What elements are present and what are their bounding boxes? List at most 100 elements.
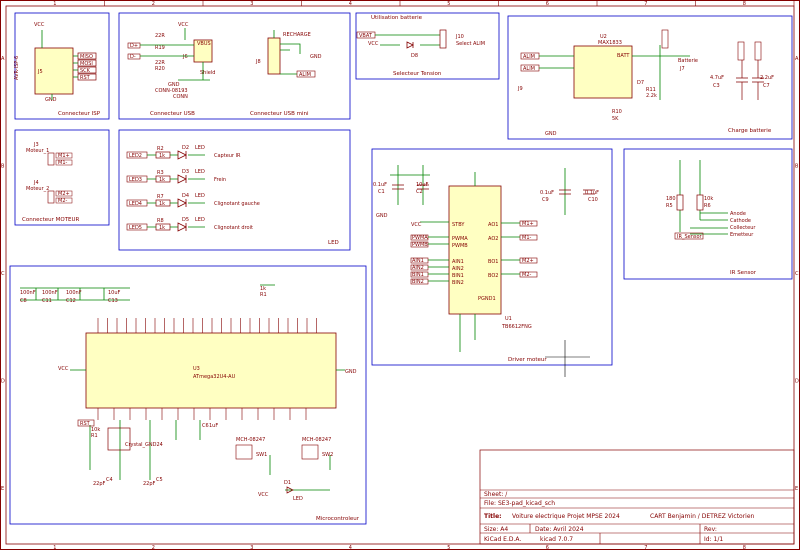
charge-batt-ref: J7 (679, 66, 685, 72)
isp-part-name: AVR-ISP-6 (14, 56, 20, 80)
micro-c3-value: 1uF (209, 423, 218, 429)
led-resistor-ref: R7 (157, 194, 164, 200)
led-resistor-value: 1k (159, 177, 165, 183)
charge-r-value: 5K (612, 116, 619, 122)
svg-text:VCC: VCC (178, 22, 189, 28)
charge-block-title: Charge batterie (728, 128, 772, 134)
ir-emetteur: Emetteur (730, 232, 754, 238)
isp-block-title: Connecteur ISP (58, 111, 101, 117)
driver-net-pwmb: PWMB (412, 242, 428, 248)
driver-bin1: BIN1 (452, 273, 464, 279)
driver-block-title: Driver moteur (508, 357, 547, 363)
inner-frame (5, 5, 795, 545)
charge-c2-value: 2.2uF (760, 75, 774, 81)
frame-row-label-right: E (795, 486, 798, 492)
ir-cathode: Cathode (730, 218, 751, 224)
tb-id: Id: 1/1 (704, 536, 723, 543)
driver-pwmb: PWMB (452, 243, 468, 249)
micro-r1-value: 10k (91, 427, 100, 433)
tb-size: Size: A4 (484, 526, 508, 533)
led-diode (177, 198, 187, 208)
micro-c2-value: 22pF (143, 481, 156, 487)
frame-col-label-bottom: 5 (447, 545, 450, 550)
charge-alim-2: ALIM (523, 66, 535, 72)
micro-vcc: VCC (58, 366, 69, 372)
micro-led-name: LED (293, 496, 303, 502)
micro-bot-pins (97, 408, 307, 420)
crosshair (545, 340, 590, 377)
led-resistor-ref: R2 (157, 146, 164, 152)
tb-file: File: SE3-pad_kicad_sch (484, 500, 555, 507)
charge-c1-ref: C3 (713, 83, 720, 89)
led-resistor-ref: R8 (157, 218, 164, 224)
micro-block-title: Microcontroleur (316, 516, 360, 522)
led-resistor-value: 1k (159, 225, 165, 231)
driver-vcc: VCC (411, 222, 422, 228)
driver-c3-ref: C9 (542, 197, 549, 203)
micro-ref: U3 (193, 366, 200, 372)
batsel-ref: J10 (455, 34, 464, 40)
ir-net-label: IR_Sensor (677, 234, 703, 240)
batt-selector-block: Utilisation batterie VBAT VCC D8 J10 Sel… (355, 12, 500, 80)
ir-r2-ref: R6 (704, 203, 711, 209)
frame-row-label-right: D (795, 379, 799, 385)
led-part: LED (195, 169, 205, 175)
tb-sheet: Sheet: / (484, 491, 508, 498)
micro-c7-ref: C13 (108, 298, 118, 304)
usb-vbus: VBUS (197, 41, 211, 47)
frame-col-label-bottom: 8 (743, 545, 746, 550)
tb-tool: KiCad E.D.A. (484, 536, 521, 543)
moteur-j3: J3 (33, 142, 39, 148)
usbmini-recharge: RECHARGE (283, 32, 311, 38)
micro-c4-ref: C8 (20, 298, 27, 304)
frame-col-label-bottom: 7 (644, 545, 647, 550)
micro-crystal: Crystal_GND24 (125, 442, 163, 448)
usb-block: 22R R19 22R R20 D+ D- VBUS J6 Shield VCC… (118, 12, 351, 120)
micro-r4-value: 1k (260, 286, 266, 292)
charge-r2-value: 2.2k (646, 93, 657, 99)
charge-ref: U2 (600, 34, 607, 40)
isp-gnd: GND (45, 97, 57, 103)
tb-date: Date: Avril 2024 (535, 526, 584, 533)
ir-block-title: IR Sensor (730, 270, 757, 276)
frame-row-label-right: A (795, 56, 799, 62)
led-part: LED (195, 193, 205, 199)
led-net-label: LED3 (129, 177, 142, 183)
driver-block: U1 TB6612FNG STBY PWMA PWMB AIN1 AIN2 BI… (371, 148, 613, 366)
frame-col-label-bottom: 2 (152, 545, 155, 550)
led-diode-ref: D2 (182, 145, 189, 151)
driver-net-m2p: M2+ (522, 258, 534, 264)
driver-ao2: AO2 (488, 236, 498, 242)
led-net-label: LED5 (129, 225, 142, 231)
frame-col-label: 8 (743, 1, 746, 7)
isp-pin-sck: SCK (80, 68, 91, 74)
batsel-vcc: VCC (368, 41, 379, 47)
isp-pin-mosi: MOSI (80, 61, 93, 67)
usb-conn-name: CONN-08193 (155, 88, 188, 94)
led-diode (177, 222, 187, 232)
driver-gnd: GND (376, 213, 388, 219)
driver-net-m1m: M1- (522, 235, 531, 241)
driver-net-pwma: PWMA (412, 235, 428, 241)
usbmini-ref: J8 (255, 59, 261, 65)
micro-led-vcc: VCC (258, 492, 269, 498)
charge-gnd: GND (545, 131, 557, 137)
micro-c3-ref: C6 (202, 423, 209, 429)
micro-rst: RST (80, 421, 91, 427)
frame-row-label: C (1, 271, 5, 277)
led-resistor-ref: R3 (157, 170, 164, 176)
micro-gnd: GND (345, 369, 357, 375)
driver-c1-ref: C1 (378, 189, 385, 195)
led-diode (177, 174, 187, 184)
charge-j9: J9 (517, 86, 523, 92)
frame-row-label: E (1, 486, 4, 492)
micro-chip: ATmega32U4-AU (193, 374, 236, 380)
usb-sub: CONN (173, 94, 188, 100)
frame-col-label: 6 (546, 1, 549, 7)
driver-c4-ref: C10 (588, 197, 598, 203)
led-description: Clignotant droit (214, 225, 253, 231)
isp-pin-miso: MISO (80, 54, 93, 60)
charge-batt-pin: BATT (617, 53, 630, 59)
